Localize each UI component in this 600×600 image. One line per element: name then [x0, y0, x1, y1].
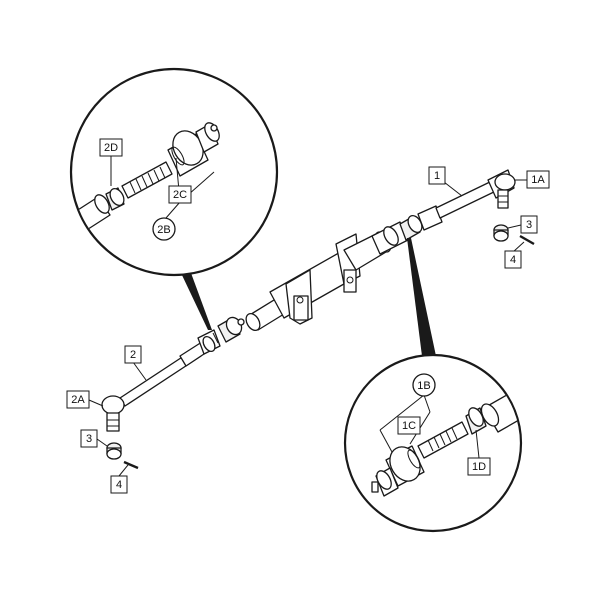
callout-1b-text: 1B	[417, 380, 430, 392]
callout-1d-text: 1D	[472, 461, 486, 473]
callout-3-right-text: 3	[526, 219, 532, 231]
callout-2d-text: 2D	[104, 142, 118, 154]
callout-3-right: 3	[520, 215, 538, 234]
callout-1b: 1B	[412, 373, 436, 397]
callout-1c: 1C	[397, 416, 421, 435]
callout-2a-text: 2A	[71, 394, 85, 406]
callout-2b: 2B	[152, 217, 176, 241]
callout-4-left: 4	[110, 475, 128, 494]
callout-3-left: 3	[80, 429, 98, 448]
callout-2: 2	[124, 345, 142, 364]
callout-1a: 1A	[526, 170, 550, 189]
callout-2a: 2A	[66, 390, 90, 409]
callout-2c-text: 2C	[173, 189, 187, 201]
callout-1a-text: 1A	[531, 174, 545, 186]
callout-4-right: 4	[504, 250, 522, 269]
callout-4-right-text: 4	[510, 254, 516, 266]
callout-1c-text: 1C	[402, 420, 416, 432]
callout-4-left-text: 4	[116, 479, 122, 491]
callout-1d: 1D	[467, 457, 491, 476]
callout-2-text: 2	[130, 349, 136, 361]
detail-view-right-inner-joint	[343, 353, 523, 533]
steering-rack-assembly	[101, 169, 535, 470]
callout-2c: 2C	[168, 185, 192, 204]
callout-2d: 2D	[99, 138, 123, 157]
callout-3-left-text: 3	[86, 433, 92, 445]
detail-view-left-inner-joint	[69, 67, 279, 277]
callout-1: 1	[428, 166, 446, 185]
callout-1-text: 1	[434, 170, 440, 182]
detail-pointer-bottom-right	[407, 238, 436, 356]
callout-2c-highlight	[168, 185, 192, 204]
callout-2b-text: 2B	[157, 224, 170, 236]
